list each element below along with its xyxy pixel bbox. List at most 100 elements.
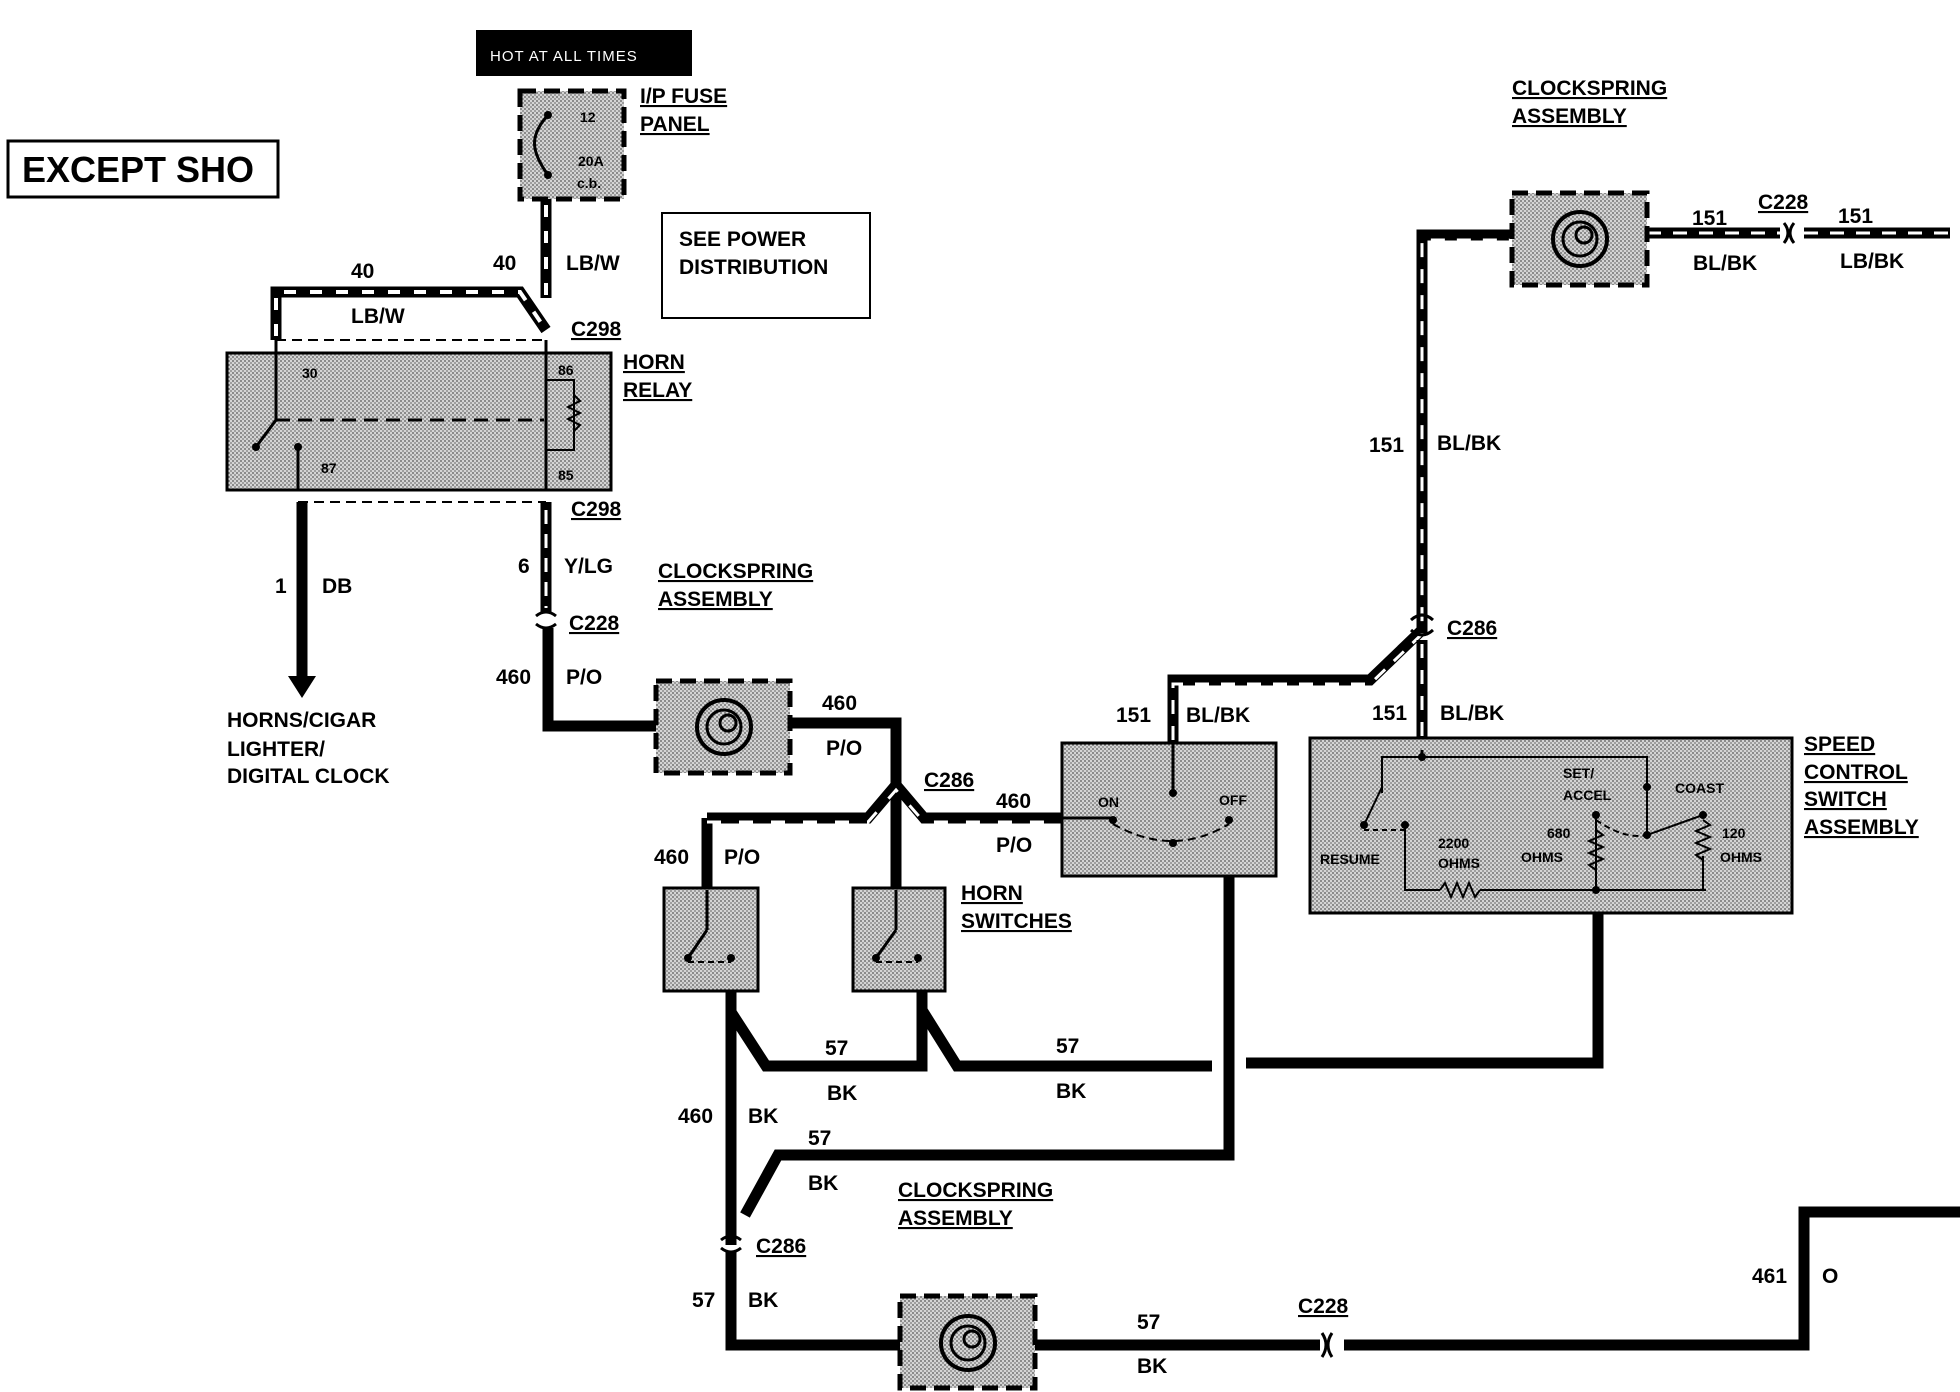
resistor-680-value: 680 bbox=[1547, 825, 1571, 841]
speed-control-title-4: ASSEMBLY bbox=[1804, 816, 1919, 839]
variant-label: EXCEPT SHO bbox=[22, 149, 254, 190]
wire-circuit-1 bbox=[288, 502, 316, 698]
clockspring-title-c2: ASSEMBLY bbox=[1512, 105, 1627, 128]
wire-circuit-57-ground bbox=[725, 875, 1960, 1351]
circuit-460-label-d: 460 bbox=[654, 846, 689, 869]
variant-label-box: EXCEPT SHO bbox=[6, 139, 280, 199]
color-lbw-label-b: LB/W bbox=[351, 305, 405, 328]
resistor-120-value: 120 bbox=[1722, 825, 1746, 841]
circuit-151-label-c: 151 bbox=[1369, 434, 1404, 457]
hot-at-all-times-label: HOT AT ALL TIMES bbox=[490, 48, 638, 65]
speed-control-switch-assembly: RESUME SET/ ACCEL COAST 2200 OHMS 680 OH… bbox=[1308, 736, 1794, 915]
wire-circuit-151 bbox=[1167, 227, 1950, 750]
set-accel-label-2: ACCEL bbox=[1563, 787, 1612, 803]
color-bk-label-a: BK bbox=[827, 1082, 857, 1105]
horn-switch-left bbox=[662, 886, 760, 993]
circuit-57-label-e: 57 bbox=[1137, 1311, 1160, 1334]
circuit-6-label: 6 bbox=[518, 555, 530, 578]
color-blbk-label-d: BL/BK bbox=[1693, 252, 1757, 275]
color-bk-label-c: BK bbox=[748, 1105, 778, 1128]
clockspring-title-a2: ASSEMBLY bbox=[658, 588, 773, 611]
circuit-151-label-a: 151 bbox=[1116, 704, 1151, 727]
horn-relay-title-2: RELAY bbox=[623, 379, 692, 402]
color-o-label: O bbox=[1822, 1265, 1838, 1288]
circuit-40-label-a: 40 bbox=[493, 252, 516, 275]
clockspring-ground bbox=[897, 1293, 1038, 1391]
horn-relay: 30 86 87 85 bbox=[225, 340, 613, 492]
circuit-460-label-e: 460 bbox=[678, 1105, 713, 1128]
see-power-line1: SEE POWER bbox=[679, 228, 806, 251]
relay-pin-86: 86 bbox=[558, 362, 574, 378]
resistor-680-unit: OHMS bbox=[1521, 849, 1563, 865]
color-bk-label-e: BK bbox=[748, 1289, 778, 1312]
relay-pin-30: 30 bbox=[302, 365, 318, 381]
coast-label: COAST bbox=[1675, 780, 1724, 796]
color-po-label-d: P/O bbox=[724, 846, 760, 869]
circuit-460-label-b: 460 bbox=[822, 692, 857, 715]
fuse-panel-title-2: PANEL bbox=[640, 113, 710, 136]
clockspring-speed-control bbox=[1509, 190, 1650, 288]
horns-dest-line3: DIGITAL CLOCK bbox=[227, 765, 390, 788]
color-bk-label-f: BK bbox=[1137, 1355, 1167, 1378]
switch-off-label: OFF bbox=[1219, 792, 1247, 808]
connector-c228-c: C228 bbox=[1758, 191, 1809, 214]
connector-c286-c: C286 bbox=[1447, 617, 1497, 640]
wire-circuit-40 bbox=[270, 199, 552, 341]
clockspring-horn bbox=[653, 678, 793, 776]
horn-switches-title-1: HORN bbox=[961, 882, 1023, 905]
color-po-label-b: P/O bbox=[826, 737, 862, 760]
see-power-line2: DISTRIBUTION bbox=[679, 256, 828, 279]
connector-c228-b: C228 bbox=[1298, 1295, 1349, 1318]
fuse-panel-title-1: I/P FUSE bbox=[640, 85, 727, 108]
fuse-type: c.b. bbox=[577, 175, 601, 191]
circuit-1-label: 1 bbox=[275, 575, 287, 598]
resistor-2200-unit: OHMS bbox=[1438, 855, 1480, 871]
color-blbk-label-a: BL/BK bbox=[1186, 704, 1250, 727]
circuit-151-label-e: 151 bbox=[1838, 205, 1873, 228]
color-db-label: DB bbox=[322, 575, 352, 598]
connector-c298-bottom: C298 bbox=[571, 498, 622, 521]
wire-circuit-460 bbox=[542, 628, 1062, 890]
circuit-460-label-a: 460 bbox=[496, 666, 531, 689]
connector-c228-a: C228 bbox=[569, 612, 620, 635]
hot-at-all-times-badge: HOT AT ALL TIMES bbox=[476, 30, 692, 76]
horns-dest-line2: LIGHTER/ bbox=[227, 738, 325, 761]
speed-control-title-1: SPEED bbox=[1804, 733, 1875, 756]
color-lbbk-label: LB/BK bbox=[1840, 250, 1904, 273]
color-blbk-label-c: BL/BK bbox=[1437, 432, 1501, 455]
horn-switches-title-2: SWITCHES bbox=[961, 910, 1072, 933]
fuse-number: 12 bbox=[580, 109, 596, 125]
clockspring-title-a1: CLOCKSPRING bbox=[658, 560, 813, 583]
relay-pin-85: 85 bbox=[558, 467, 574, 483]
circuit-151-label-b: 151 bbox=[1372, 702, 1407, 725]
switch-on-label: ON bbox=[1098, 794, 1119, 810]
circuit-57-label-c: 57 bbox=[808, 1127, 831, 1150]
circuit-57-label-a: 57 bbox=[825, 1037, 848, 1060]
connector-c286-a: C286 bbox=[924, 769, 974, 792]
resistor-2200-value: 2200 bbox=[1438, 835, 1469, 851]
resistor-120-unit: OHMS bbox=[1720, 849, 1762, 865]
circuit-151-label-d: 151 bbox=[1692, 207, 1727, 230]
connector-c298-top: C298 bbox=[571, 318, 622, 341]
clockspring-title-b1: CLOCKSPRING bbox=[898, 1179, 1053, 1202]
circuit-460-label-c: 460 bbox=[996, 790, 1031, 813]
clockspring-title-b2: ASSEMBLY bbox=[898, 1207, 1013, 1230]
color-lbw-label-a: LB/W bbox=[566, 252, 620, 275]
set-accel-label-1: SET/ bbox=[1563, 765, 1594, 781]
color-bk-label-b: BK bbox=[1056, 1080, 1086, 1103]
color-blbk-label-b: BL/BK bbox=[1440, 702, 1504, 725]
circuit-461-label: 461 bbox=[1752, 1265, 1787, 1288]
resume-label: RESUME bbox=[1320, 851, 1380, 867]
ip-fuse-panel: 12 20A c.b. bbox=[517, 88, 627, 202]
horns-dest-line1: HORNS/CIGAR bbox=[227, 709, 376, 732]
speed-control-title-3: SWITCH bbox=[1804, 788, 1887, 811]
fuse-rating: 20A bbox=[578, 153, 604, 169]
color-po-label-c: P/O bbox=[996, 834, 1032, 857]
circuit-40-label-b: 40 bbox=[351, 260, 374, 283]
color-ylg-label: Y/LG bbox=[564, 555, 613, 578]
horn-relay-title-1: HORN bbox=[623, 351, 685, 374]
speed-control-on-off-switch: ON OFF bbox=[1060, 741, 1278, 878]
color-po-label-a: P/O bbox=[566, 666, 602, 689]
color-bk-label-d: BK bbox=[808, 1172, 838, 1195]
